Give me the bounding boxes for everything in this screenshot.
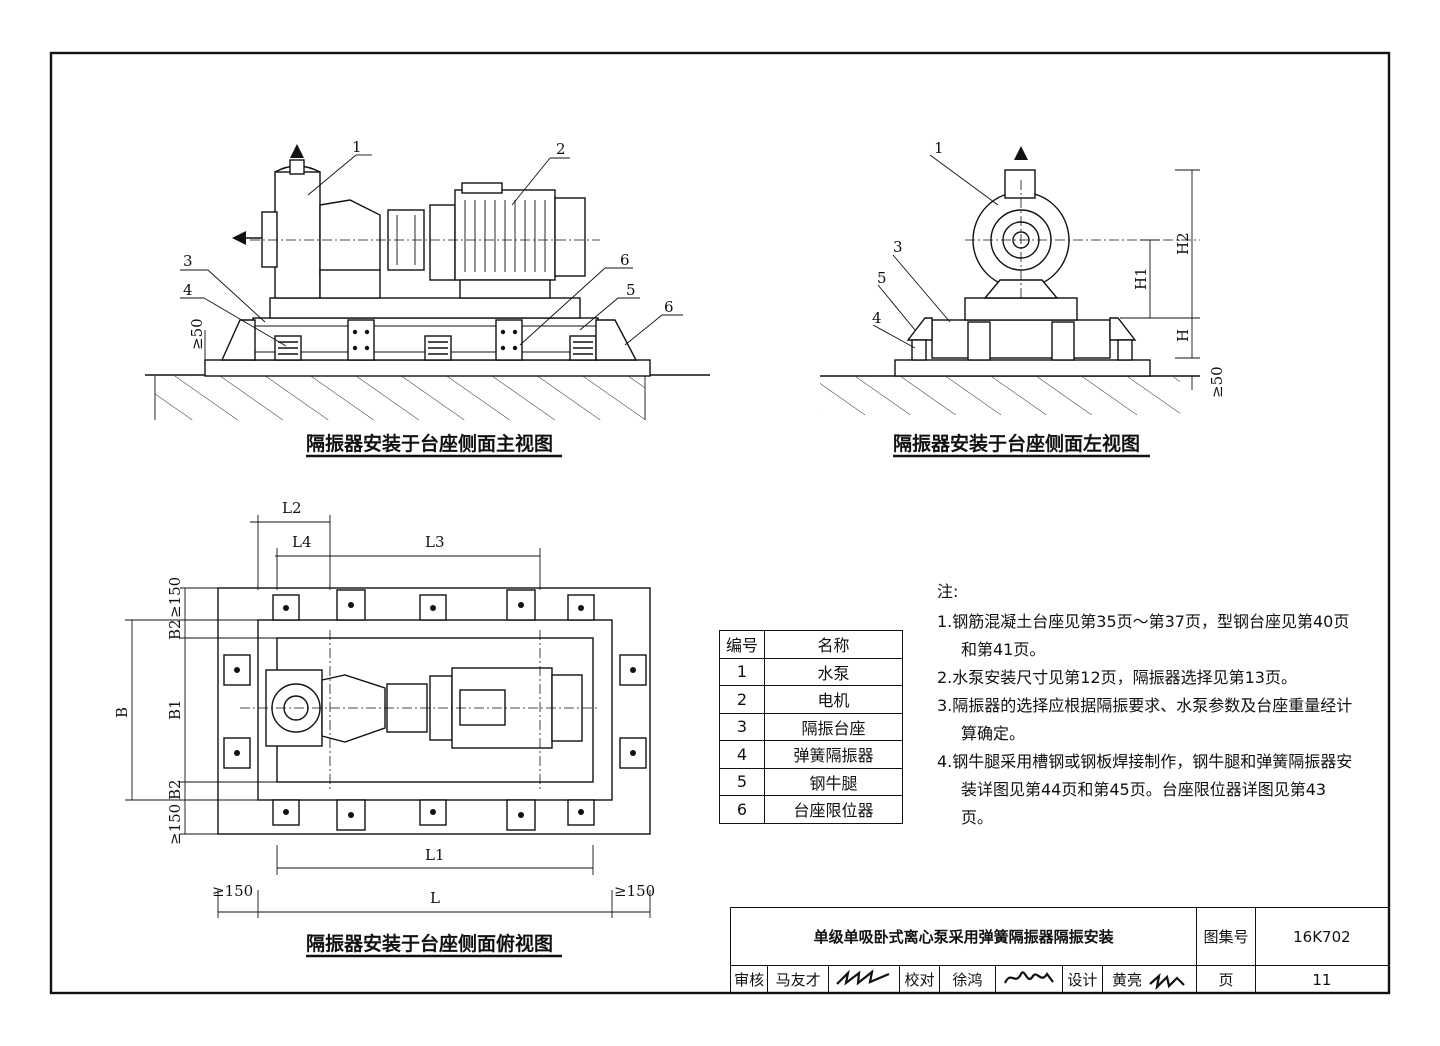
inertia-base-left bbox=[931, 319, 1111, 359]
motor-front bbox=[429, 182, 586, 299]
design-label: 设计 bbox=[1062, 965, 1103, 994]
left-label-3: 3 bbox=[893, 238, 903, 256]
atlas-label: 图集号 bbox=[1196, 907, 1256, 966]
top-label-B2b: B2 bbox=[166, 779, 184, 800]
top-view-caption: 隔振器安装于台座侧面俯视图 bbox=[306, 932, 553, 955]
designer-cell: 黄亮 bbox=[1101, 965, 1198, 994]
front-label-6b: 6 bbox=[664, 298, 674, 316]
notes-title: 注: bbox=[937, 582, 959, 601]
row-name: 钢牛腿 bbox=[764, 767, 903, 796]
top-label-B2a: B2 bbox=[166, 619, 184, 640]
top-label-150-bot: ≥150 bbox=[166, 804, 184, 845]
top-label-150-right: ≥150 bbox=[614, 882, 655, 900]
note-item: 1.钢筋混凝土台座见第35页～第37页，型钢台座见第40页和第41页。 bbox=[937, 612, 1350, 659]
left-label-4: 4 bbox=[872, 309, 882, 327]
header-name: 名称 bbox=[764, 630, 903, 659]
top-label-L1: L1 bbox=[425, 846, 445, 864]
steel-brackets-front bbox=[347, 319, 523, 361]
left-label-1: 1 bbox=[934, 139, 944, 157]
top-label-150-top: ≥150 bbox=[166, 577, 184, 618]
row-no: 1 bbox=[719, 657, 765, 686]
front-label-6a: 6 bbox=[620, 251, 630, 269]
ground-front bbox=[145, 359, 710, 420]
top-label-L3: L3 bbox=[425, 533, 445, 551]
left-gap-label: ≥50 bbox=[1208, 366, 1226, 398]
designer-name: 黄亮 bbox=[1112, 971, 1143, 989]
top-label-L2: L2 bbox=[282, 499, 302, 517]
left-view-caption: 隔振器安装于台座侧面左视图 bbox=[893, 432, 1140, 455]
row-no: 3 bbox=[719, 712, 765, 741]
brackets-top bbox=[223, 589, 647, 831]
row-no: 5 bbox=[719, 767, 765, 796]
note-item: 4.钢牛腿采用槽钢或钢板焊接制作，钢牛腿和弹簧隔振器安装详图见第44页和第45页… bbox=[937, 752, 1353, 827]
front-label-1: 1 bbox=[352, 138, 362, 156]
row-name: 水泵 bbox=[764, 657, 903, 686]
row-name: 隔振台座 bbox=[764, 712, 903, 741]
atlas-number: 16K702 bbox=[1254, 907, 1390, 966]
header-no: 编号 bbox=[719, 630, 765, 659]
left-label-5: 5 bbox=[877, 269, 887, 287]
row-name: 台座限位器 bbox=[764, 795, 903, 824]
top-label-L4: L4 bbox=[292, 533, 312, 551]
page-number: 11 bbox=[1254, 965, 1390, 994]
pump-front bbox=[232, 144, 381, 299]
front-view-caption: 隔振器安装于台座侧面主视图 bbox=[306, 432, 553, 455]
top-dimensions bbox=[125, 515, 651, 918]
row-no: 6 bbox=[719, 795, 765, 824]
front-label-3: 3 bbox=[183, 252, 193, 270]
notes: 注: 1.钢筋混凝土台座见第35页～第37页，型钢台座见第40页和第41页。 2… bbox=[937, 578, 1357, 832]
parts-table-header: 编号 名称 bbox=[719, 630, 903, 659]
left-label-h2: H2 bbox=[1174, 232, 1192, 255]
page-label: 页 bbox=[1196, 965, 1256, 994]
leaders-front bbox=[180, 154, 683, 347]
front-label-4: 4 bbox=[183, 281, 193, 299]
checker-name: 徐鸿 bbox=[938, 965, 997, 994]
sheet-border bbox=[49, 51, 1391, 995]
front-label-5: 5 bbox=[626, 281, 636, 299]
front-view: 1 2 3 4 6 5 6 ≥50 隔振器安装于台座侧面主视图 bbox=[145, 138, 710, 458]
left-label-h: H bbox=[1174, 329, 1192, 342]
top-label-L: L bbox=[430, 889, 440, 907]
limiters-front bbox=[220, 319, 638, 361]
top-label-B: B bbox=[113, 707, 131, 718]
row-no: 4 bbox=[719, 740, 765, 769]
drawing-title: 单级单吸卧式离心泵采用弹簧隔振器隔振安装 bbox=[729, 907, 1198, 966]
row-name: 弹簧隔振器 bbox=[764, 740, 903, 769]
top-label-B1: B1 bbox=[166, 699, 184, 720]
reviewer-name: 马友才 bbox=[767, 965, 829, 994]
row-name: 电机 bbox=[764, 685, 903, 714]
front-gap-label: ≥50 bbox=[188, 318, 206, 350]
reviewer-signature bbox=[827, 965, 901, 994]
note-item: 2.水泵安装尺寸见第12页，隔振器选择见第13页。 bbox=[937, 668, 1297, 687]
checker-signature bbox=[995, 965, 1064, 994]
left-dimensions bbox=[1120, 169, 1200, 390]
review-label: 审核 bbox=[729, 965, 769, 994]
top-label-150-left: ≥150 bbox=[212, 882, 253, 900]
check-label: 校对 bbox=[899, 965, 940, 994]
front-label-2: 2 bbox=[556, 140, 566, 158]
title-block: 单级单吸卧式离心泵采用弹簧隔振器隔振安装 图集号 16K702 审核 马友才 校… bbox=[729, 907, 1390, 994]
row-no: 2 bbox=[719, 685, 765, 714]
top-view: L L1 L2 L3 L4 B B1 B2 B2 ≥150 ≥150 ≥150 … bbox=[113, 499, 655, 958]
left-view: H2 H1 H ≥50 1 3 5 4 隔振器安装于台座侧面左视图 bbox=[820, 139, 1226, 458]
spring-isolators-front bbox=[274, 335, 597, 361]
note-item: 3.隔振器的选择应根据隔振要求、水泵参数及台座重量经计算确定。 bbox=[937, 696, 1353, 743]
left-label-h1: H1 bbox=[1132, 267, 1150, 290]
